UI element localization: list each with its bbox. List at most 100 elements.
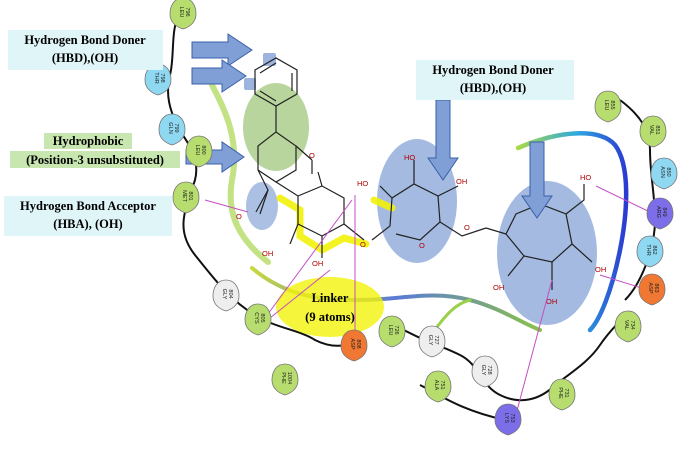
atom-ho-a3: HO: [357, 179, 368, 188]
pointer-arrows: [185, 33, 553, 219]
atom-oh-a1: OH: [262, 249, 273, 258]
residue-arg849: ARG849: [646, 197, 674, 230]
residue-node-shape: [650, 157, 678, 190]
residue-name: ASP: [349, 338, 355, 349]
atom-o-carbonyl: O: [236, 212, 242, 221]
residue-val734: VAL734: [614, 310, 642, 343]
residue-number: 753: [509, 413, 515, 422]
residue-node-shape: [244, 303, 272, 336]
arrow-hbd-left-2: [191, 59, 247, 93]
hba-bg: [4, 196, 172, 236]
residue-node-shape: [548, 378, 576, 411]
residue-label: ASN850: [659, 166, 671, 178]
hbd-right-bg: [416, 60, 574, 100]
residue-number: 849: [661, 207, 667, 216]
residue-gly804: GLY804: [212, 279, 240, 312]
residue-name: GLY: [480, 365, 486, 376]
arrow-hbd-left-1: [191, 33, 253, 67]
residue-number: 808: [355, 339, 361, 348]
residue-node-shape: [185, 135, 213, 168]
atom-oh-sugar1: OH: [456, 177, 467, 186]
residue-node-shape: [594, 90, 622, 123]
residue-phe731: PHE731: [548, 378, 576, 411]
residue-number: 734: [629, 320, 635, 329]
residue-name: LEU: [603, 100, 609, 111]
residue-leu726: LEU726: [378, 315, 406, 348]
residue-label: LEU800: [194, 145, 206, 156]
residue-name: ALA: [433, 380, 439, 391]
atom-o-sugar1: O: [419, 241, 425, 250]
atom-o-sugar1b: O: [464, 223, 470, 232]
residue-node-shape: [638, 273, 666, 306]
residue-name: GLY: [427, 335, 433, 346]
residue-name: LEU: [387, 325, 393, 336]
atom-o-ring: O: [309, 151, 315, 160]
residue-node-shape: [340, 329, 368, 362]
hbd-marker-square-2: [244, 78, 256, 90]
ligand-structure: [254, 57, 593, 290]
residue-node-shape: [646, 197, 674, 230]
residue-number: 801: [187, 191, 193, 200]
atom-labels: O O OH OH HO O O HO OH O HO OH OH OH: [236, 151, 606, 306]
residue-name: MET: [181, 190, 187, 202]
residue-phe1004: PHE1004: [271, 363, 299, 396]
residue-label: ALA751: [433, 380, 445, 391]
residue-number: 863: [653, 283, 659, 292]
hydrophobic-line2: (Position-3 unsubstituted): [26, 153, 164, 167]
residue-label: ASP808: [349, 338, 361, 349]
linker-region: [276, 277, 384, 337]
linker-line1: Linker: [312, 291, 349, 305]
residue-number: 800: [200, 145, 206, 154]
residue-name: GLN: [167, 122, 173, 134]
linker-bonds: [276, 194, 396, 255]
residue-gly727: GLY727: [418, 325, 446, 358]
residue-number: 796: [184, 7, 190, 16]
residue-number: 862: [651, 245, 657, 254]
residue-number: 727: [433, 335, 439, 344]
residue-number: 798: [159, 73, 165, 82]
residue-name: ARG: [655, 206, 661, 218]
residue-gln799: GLN799: [158, 113, 186, 146]
atom-o-link: O: [360, 240, 366, 249]
residue-label: ARG849: [655, 206, 667, 218]
residue-number: 1004: [286, 372, 292, 384]
residue-node-shape: [378, 315, 406, 348]
residue-number: 804: [227, 289, 233, 298]
residue-node-shape: [212, 279, 240, 312]
residue-label: GLY727: [427, 335, 439, 346]
hydrophobic-line1: Hydrophobic: [53, 134, 124, 148]
hbd-right-line1: Hydrogen Bond Doner: [432, 63, 554, 77]
residue-number: 851: [654, 125, 660, 134]
residue-name: VAL: [623, 320, 629, 330]
residue-number: 726: [393, 325, 399, 334]
residue-label: LYS753: [503, 413, 515, 423]
residue-number: 855: [609, 100, 615, 109]
residue-name: PHE: [557, 387, 563, 399]
residue-label: VAL851: [648, 125, 660, 135]
hbd-marker-square: [263, 53, 276, 66]
hba-line2: (HBA), (OH): [53, 217, 122, 231]
residue-number: 728: [486, 365, 492, 374]
residue-node-shape: [471, 355, 499, 388]
residue-node-shape: [636, 235, 664, 268]
residue-asp808: ASP808: [340, 329, 368, 362]
hydrophobic-bg: [44, 133, 132, 149]
residue-label: LEU796: [178, 7, 190, 18]
residue-label: MET801: [181, 190, 193, 202]
hbond-lines: [204, 185, 651, 419]
residue-name: THR: [645, 244, 651, 256]
residue-label: GLY804: [221, 289, 233, 300]
atom-oh-sugar2b: OH: [546, 297, 557, 306]
hydrophobic-bg2: [10, 151, 180, 168]
residue-val851: VAL851: [639, 115, 667, 148]
hbd-left-bg: [8, 30, 163, 70]
arrow-hbd-right-1: [427, 99, 459, 181]
annotation-labels: Hydrogen Bond Doner (HBD),(OH) Hydrogen …: [4, 30, 574, 324]
residue-node-shape: [639, 115, 667, 148]
residue-asn850: ASN850: [650, 157, 678, 190]
residue-name: LEU: [194, 145, 200, 156]
atom-oh-a2: OH: [312, 259, 323, 268]
residue-number: 805: [259, 313, 265, 322]
linker-line2: (9 atoms): [305, 310, 355, 324]
